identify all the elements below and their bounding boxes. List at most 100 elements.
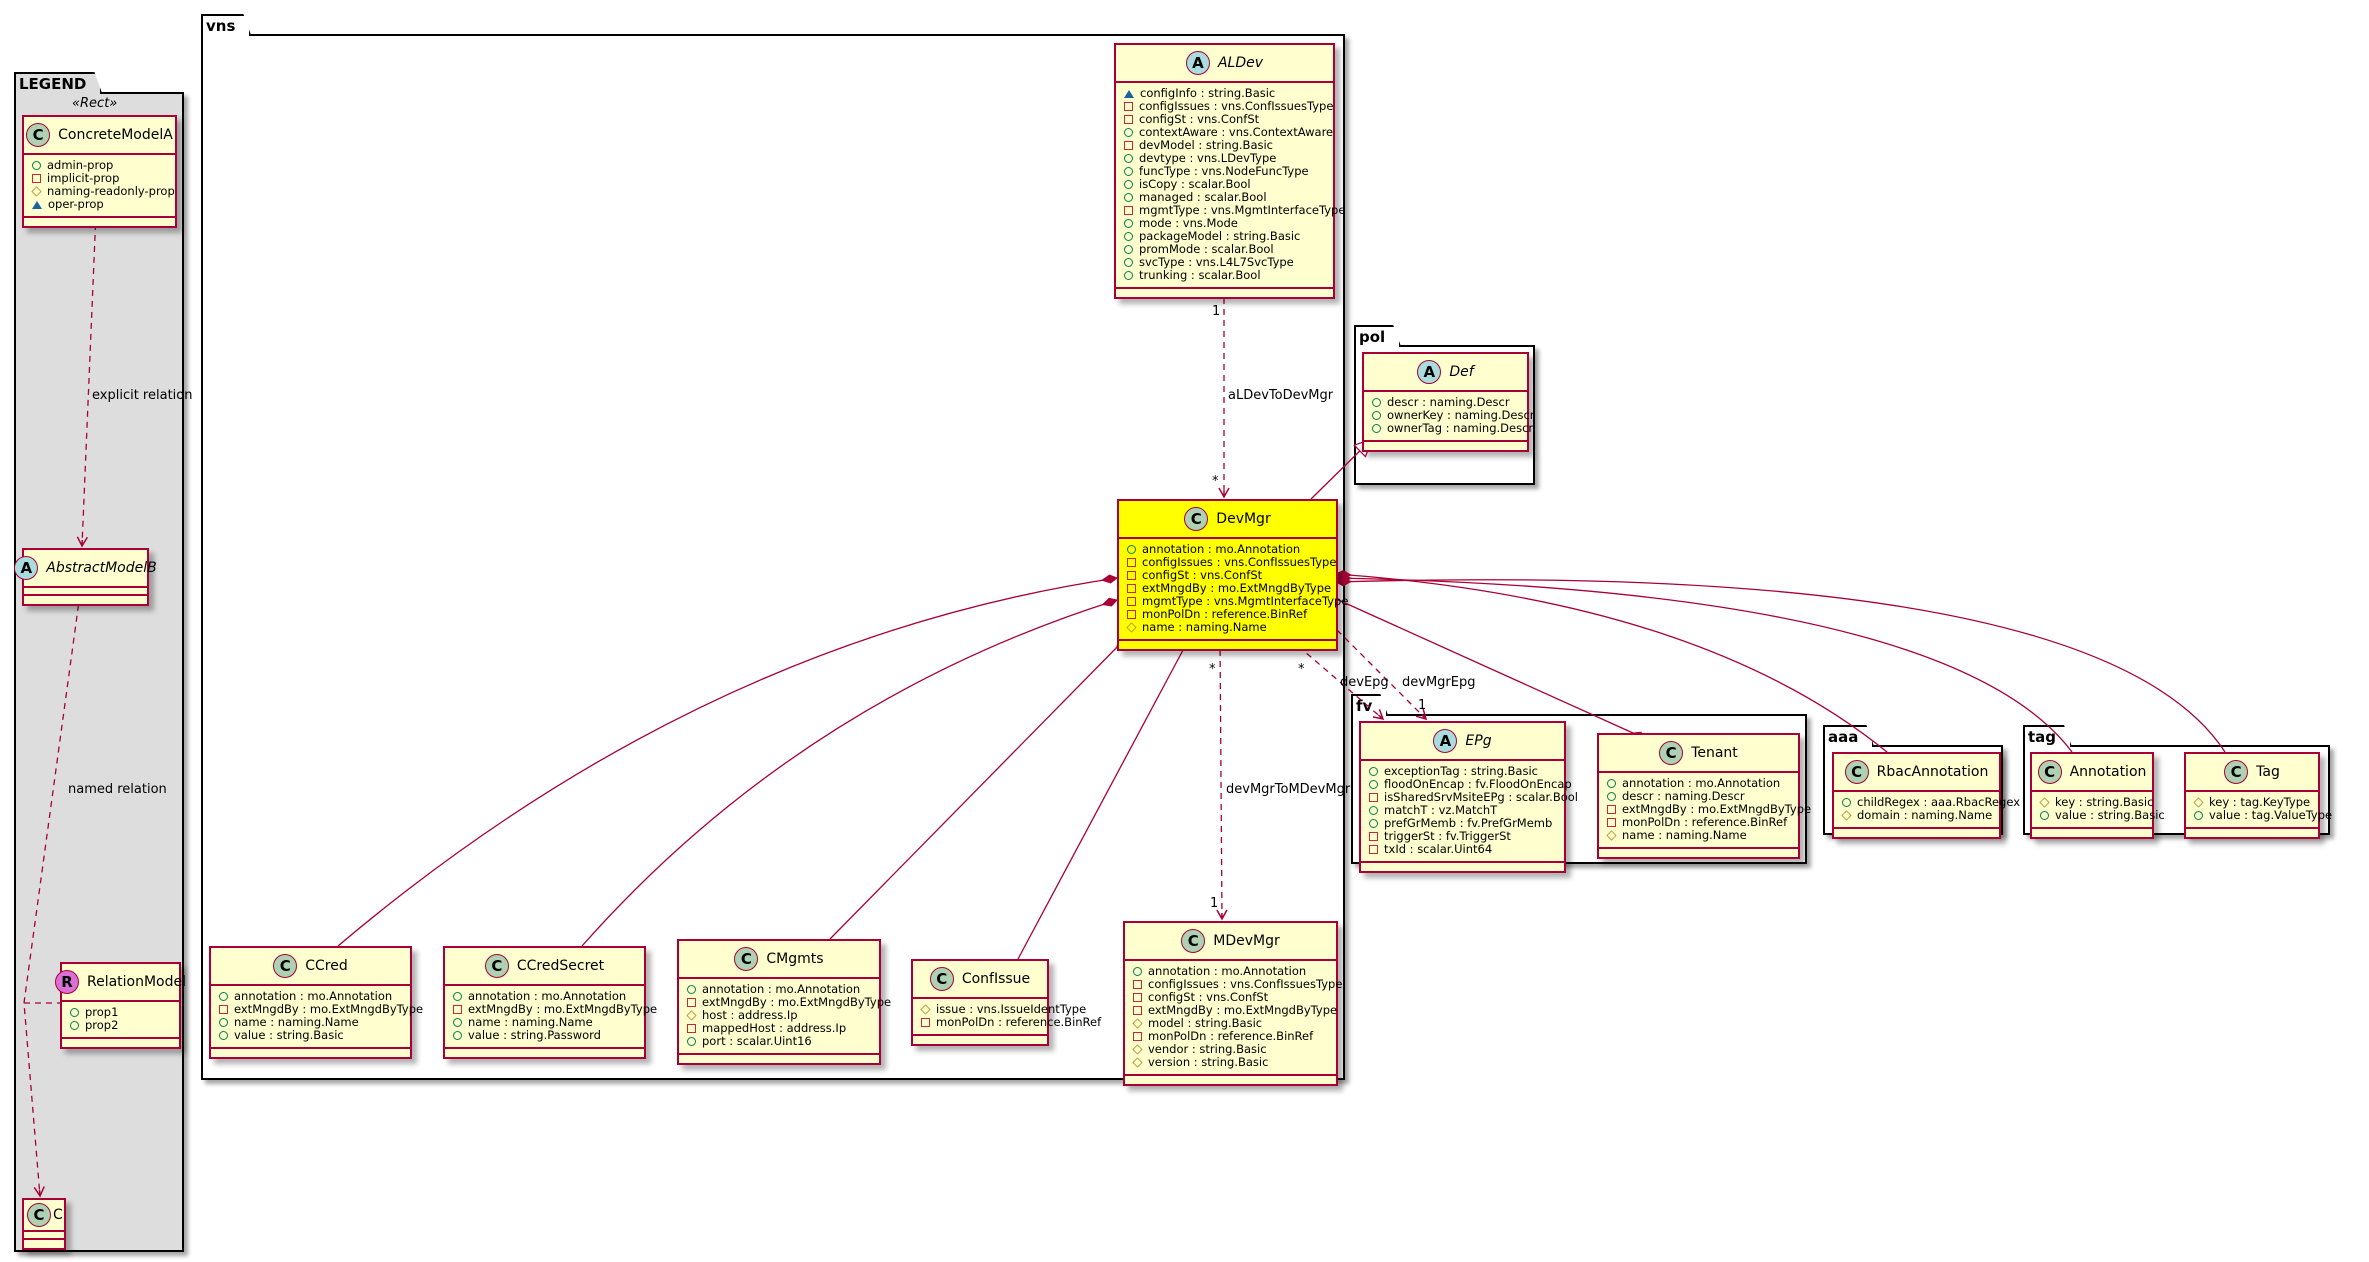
attribute-text: matchT : vz.MatchT	[1384, 803, 1498, 817]
naming-visibility-icon	[920, 1004, 931, 1015]
admin-visibility-icon	[70, 1008, 79, 1017]
attribute-row: txId : scalar.Uint64	[1369, 843, 1558, 856]
attribute-text: mappedHost : address.Ip	[702, 1021, 847, 1035]
attribute-text: model : string.Basic	[1148, 1016, 1263, 1030]
package-legend: LEGEND	[14, 72, 184, 1252]
package-label: vns	[201, 14, 251, 36]
attribute-text: configSt : vns.ConfSt	[1148, 990, 1269, 1004]
attribute-text: mgmtType : vns.MgmtInterfaceType	[1139, 203, 1346, 217]
attribute-text: annotation : mo.Annotation	[234, 989, 393, 1003]
implicit-visibility-icon	[1124, 102, 1133, 111]
admin-visibility-icon	[1372, 424, 1381, 433]
attribute-row: vendor : string.Basic	[1132, 1043, 1330, 1056]
attribute-row: annotation : mo.Annotation	[453, 990, 638, 1003]
admin-visibility-icon	[1124, 154, 1133, 163]
class-icon: C	[929, 967, 954, 991]
naming-visibility-icon	[31, 186, 42, 197]
edge-devmgr-tag	[1334, 577, 2226, 753]
method-list	[913, 1036, 1047, 1044]
attribute-row: monPolDn : reference.BinRef	[1607, 816, 1792, 829]
method-list	[679, 1055, 879, 1063]
label-mult: 1	[1212, 304, 1221, 319]
method-list	[1361, 863, 1564, 871]
attribute-row: ownerTag : naming.Descr	[1372, 422, 1533, 435]
attribute-row: extMngdBy : mo.ExtMngdByType	[1607, 803, 1811, 816]
implicit-visibility-icon	[1133, 993, 1142, 1002]
attribute-text: name : naming.Name	[468, 1015, 593, 1029]
edge-devmgr-tenant	[1333, 597, 1648, 741]
class-name: Def	[1449, 364, 1474, 380]
naming-visibility-icon	[1606, 830, 1617, 841]
attribute-text: extMngdBy : mo.ExtMngdByType	[702, 995, 892, 1009]
implicit-visibility-icon	[32, 174, 41, 183]
attribute-row: extMngdBy : mo.ExtMngdByType	[1127, 582, 1331, 595]
attribute-row: packageModel : string.Basic	[1124, 230, 1327, 243]
attribute-row: ownerKey : naming.Descr	[1372, 409, 1535, 422]
class-icon: C	[734, 947, 759, 971]
admin-visibility-icon	[687, 1037, 696, 1046]
attribute-text: configIssues : vns.ConfIssuesType	[1139, 99, 1334, 113]
abstract-class-icon: A	[1185, 51, 1210, 75]
attribute-text: port : scalar.Uint16	[702, 1034, 812, 1048]
attribute-text: annotation : mo.Annotation	[1148, 964, 1307, 978]
implicit-visibility-icon	[1133, 980, 1142, 989]
attribute-text: devtype : vns.LDevType	[1139, 151, 1277, 165]
attribute-text: triggerSt : fv.TriggerSt	[1384, 829, 1511, 843]
attribute-text: floodOnEncap : fv.FloodOnEncap	[1384, 777, 1572, 791]
admin-visibility-icon	[453, 1031, 462, 1040]
attribute-text: prop1	[85, 1005, 119, 1019]
attribute-row: floodOnEncap : fv.FloodOnEncap	[1369, 778, 1572, 791]
admin-visibility-icon	[1124, 180, 1133, 189]
admin-visibility-icon	[1369, 767, 1378, 776]
attribute-row: extMngdBy : mo.ExtMngdByType	[687, 996, 891, 1009]
attribute-row: managed : scalar.Bool	[1124, 191, 1327, 204]
implicit-visibility-icon	[921, 1018, 930, 1027]
attribute-text: naming-readonly-prop	[47, 184, 175, 198]
attribute-text: admin-prop	[47, 158, 114, 172]
attribute-row: configIssues : vns.ConfIssuesType	[1127, 556, 1336, 569]
edge-devmgr-confissue	[1017, 636, 1191, 960]
attribute-text: configSt : vns.ConfSt	[1142, 568, 1263, 582]
attribute-row: key : tag.KeyType	[2193, 796, 2312, 809]
naming-visibility-icon	[1841, 810, 1852, 821]
attribute-text: value : string.Basic	[2055, 808, 2165, 822]
admin-visibility-icon	[1124, 193, 1133, 202]
method-list	[2186, 829, 2318, 837]
attribute-row: domain : naming.Name	[1841, 809, 1993, 822]
class-name: CCredSecret	[516, 958, 605, 974]
admin-visibility-icon	[453, 992, 462, 1001]
attribute-row: descr : naming.Descr	[1372, 396, 1521, 409]
attribute-row: promMode : scalar.Bool	[1124, 243, 1327, 256]
attribute-text: funcType : vns.NodeFuncType	[1139, 164, 1309, 178]
legend-stereotype: «Rect»	[72, 96, 118, 111]
attribute-row: contextAware : vns.ContextAware	[1124, 126, 1333, 139]
method-list	[211, 1049, 410, 1057]
